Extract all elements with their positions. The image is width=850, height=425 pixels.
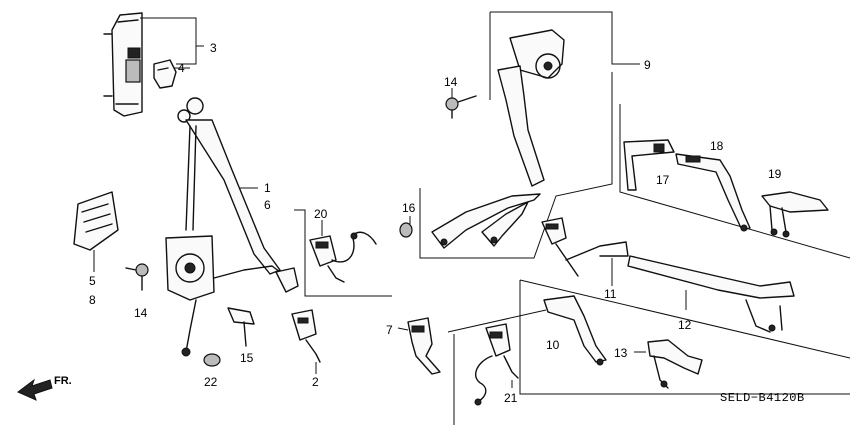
cap-part (203, 353, 221, 367)
callout-14-left: 14 (134, 306, 148, 320)
callout-16: 16 (402, 201, 416, 215)
callout-15: 15 (240, 351, 254, 365)
callout-14-right: 14 (444, 75, 458, 89)
buckle-part-7 (407, 317, 441, 375)
rear-belt-part-17 (623, 139, 675, 191)
rear-buckle-part-11 (541, 217, 629, 277)
callout-3: 3 (210, 41, 217, 55)
rear-belt-part-18 (675, 153, 751, 232)
callout-11: 11 (604, 287, 617, 301)
callout-7: 7 (386, 323, 393, 337)
callout-6: 6 (264, 198, 271, 212)
rear-belt-part-10 (543, 295, 607, 366)
callout-2: 2 (312, 375, 319, 389)
callout-20: 20 (314, 207, 328, 221)
buckle-part-2 (291, 309, 321, 363)
callout-12: 12 (678, 318, 692, 332)
anchor-bolt-part (227, 307, 255, 347)
buckle-part-21 (474, 323, 519, 406)
callout-4: 4 (178, 61, 185, 75)
callout-1: 1 (264, 181, 271, 195)
buckle-part-20 (309, 231, 377, 283)
callout-9: 9 (644, 58, 651, 72)
callout-17: 17 (656, 173, 670, 187)
diagram-code: SELD−B4120B (720, 391, 805, 405)
callout-8: 8 (89, 293, 96, 307)
rear-belt-part-13 (647, 339, 703, 389)
rear-belt-part-19 (761, 191, 829, 238)
collar-part (399, 222, 413, 238)
front-direction-arrow (17, 378, 53, 401)
callout-22: 22 (204, 375, 218, 389)
bolt-part (125, 263, 149, 291)
callout-19: 19 (768, 167, 782, 181)
pillar-trim-part (103, 12, 143, 117)
callout-13: 13 (614, 346, 628, 360)
callout-10: 10 (546, 338, 560, 352)
front-seat-belt-part (165, 97, 299, 357)
callout-21: 21 (504, 391, 518, 405)
bolt-part-upper (445, 95, 477, 119)
rear-retractor-part (431, 29, 565, 249)
trim-cover-part (73, 191, 119, 251)
rear-belt-part-12 (627, 255, 795, 333)
callout-5: 5 (89, 274, 96, 288)
front-direction-label: FR. (54, 375, 72, 387)
guide-clip-part (153, 59, 177, 89)
callout-18: 18 (710, 139, 724, 153)
